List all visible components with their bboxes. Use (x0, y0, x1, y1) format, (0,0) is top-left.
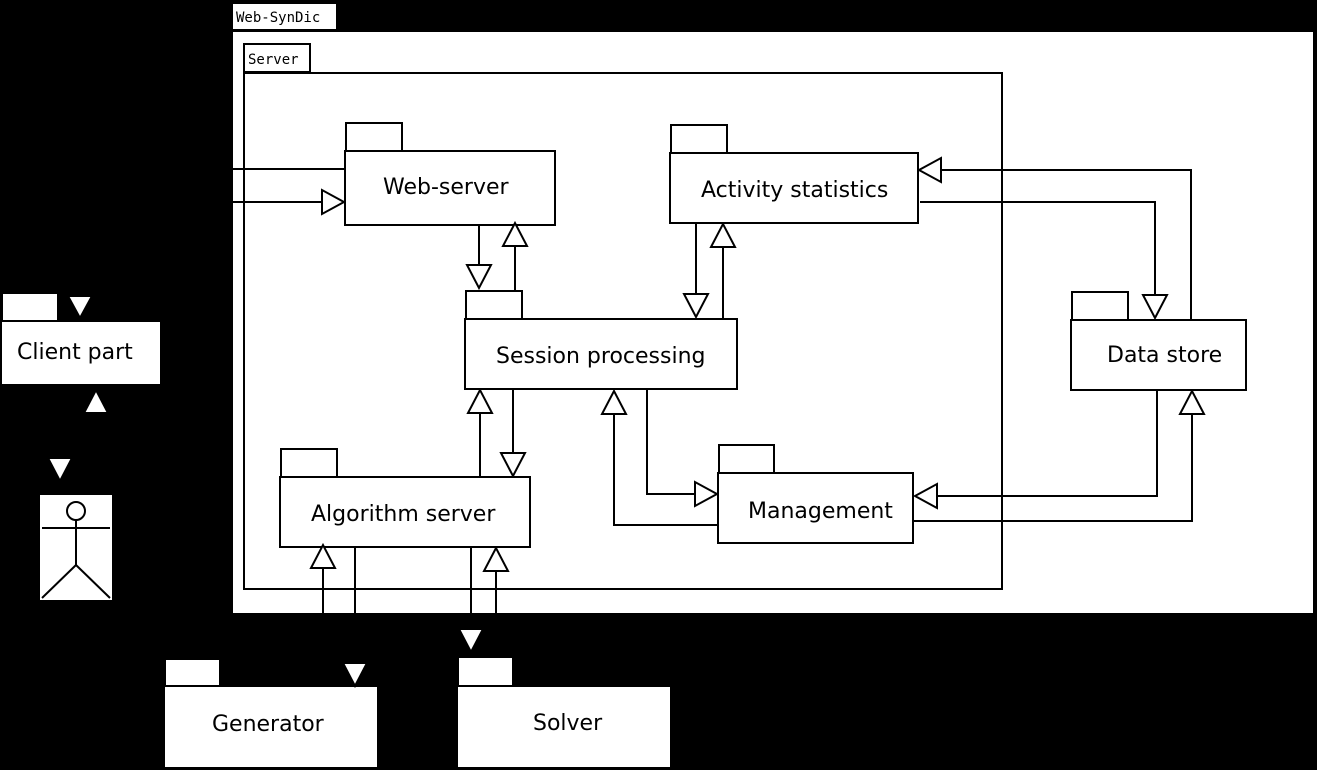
connector-management-to-session (613, 414, 718, 526)
arrowhead-down (457, 628, 485, 655)
connectors (59, 168, 1193, 686)
connector-session-to-management (646, 388, 695, 495)
arrowhead-right (694, 480, 720, 508)
arrowheads (46, 156, 1206, 689)
arrowhead-down (499, 452, 527, 479)
arrowhead-left (912, 482, 938, 510)
generator-label: Generator (212, 712, 325, 737)
arrowhead-up (501, 220, 529, 247)
connector-web-to-client (79, 168, 345, 296)
arrowhead-down (1141, 294, 1169, 321)
package-solver[interactable]: Solver (456, 656, 672, 769)
outer-frame-label: Web-SynDic (236, 10, 320, 26)
package-generator[interactable]: Generator (163, 658, 379, 769)
session-processing-label: Session processing (496, 344, 706, 369)
algorithm-server-label: Algorithm server (311, 502, 496, 527)
web-server-label: Web-server (383, 175, 509, 200)
management-label: Management (748, 499, 893, 524)
package-session-processing[interactable]: Session processing (464, 290, 738, 390)
package-activity-statistics[interactable]: Activity statistics (669, 124, 919, 224)
activity-statistics-label: Activity statistics (701, 178, 888, 203)
arrowhead-down (66, 295, 94, 321)
client-part-label: Client part (17, 340, 133, 365)
data-store-label: Data store (1107, 343, 1222, 368)
solver-label: Solver (533, 711, 603, 736)
arrowhead-up (82, 387, 110, 414)
arrowhead-left (916, 156, 942, 184)
arrowhead-down (682, 293, 710, 320)
arrowhead-up (309, 542, 337, 569)
connector-datastore-to-activity (941, 169, 1192, 320)
package-web-server[interactable]: Web-server (344, 122, 556, 226)
arrowhead-down (46, 457, 74, 484)
package-management[interactable]: Management (717, 444, 914, 544)
package-data-store[interactable]: Data store (1070, 291, 1247, 391)
package-algorithm-server[interactable]: Algorithm server (279, 448, 531, 548)
arrowhead-down (465, 264, 493, 291)
connector-datastore-to-management (937, 390, 1158, 497)
connector-client-to-web (118, 201, 322, 320)
arrowhead-up (466, 387, 494, 414)
arrowhead-up (709, 221, 737, 248)
arrowhead-up (482, 545, 510, 572)
connector-management-to-datastore (913, 414, 1193, 522)
package-client-part[interactable]: Client part (0, 292, 162, 386)
connector-activity-to-datastore (920, 201, 1156, 295)
server-frame-label: Server (248, 52, 299, 68)
arrowhead-right (321, 188, 347, 216)
arrowhead-up (1178, 388, 1206, 415)
arrowhead-up (600, 388, 628, 415)
arrowhead-down (341, 662, 369, 689)
user-actor-icon (40, 495, 112, 600)
